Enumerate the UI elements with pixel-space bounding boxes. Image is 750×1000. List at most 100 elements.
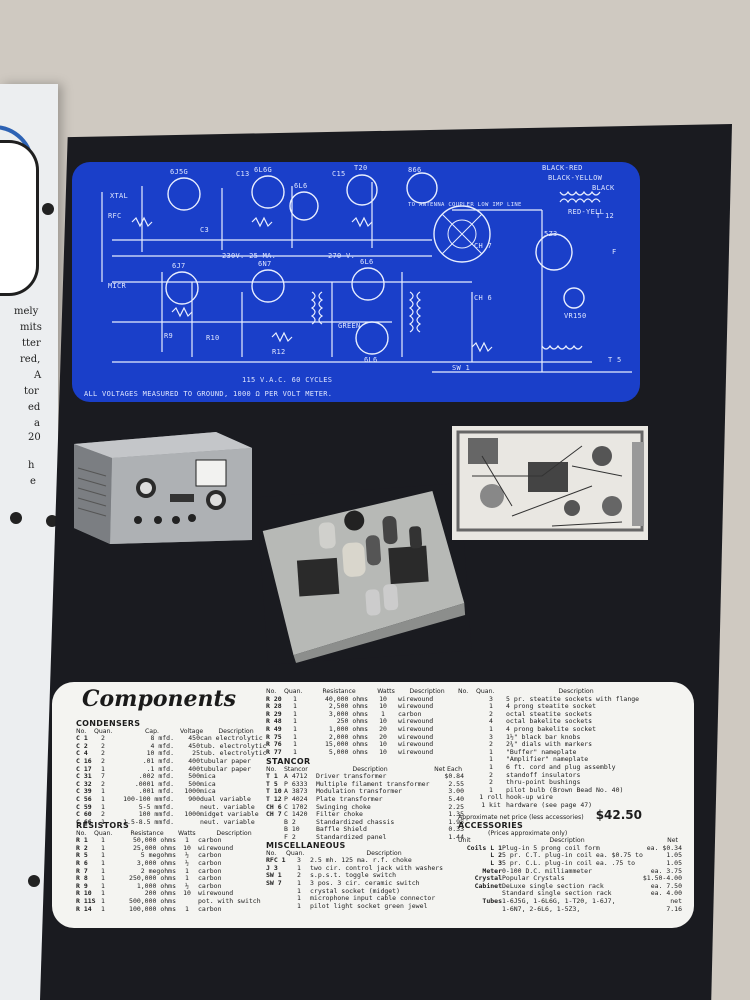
table-cell: "Amplifier" nameplate [506, 755, 589, 764]
table-cell: 10 [379, 740, 387, 749]
resistors-heading: RESISTORS [76, 821, 130, 830]
table-cell: carbon [398, 709, 422, 718]
table-cell: R 10 [76, 889, 92, 898]
table-cell: 500 [188, 772, 200, 781]
column-header: Description [218, 727, 254, 735]
table-cell: R 48 [266, 717, 282, 726]
table-cell: 1 [101, 787, 105, 796]
table-cell: 1 [101, 896, 105, 905]
table-cell [458, 756, 476, 764]
table-cell [266, 895, 288, 903]
table-cell: 1 [101, 764, 105, 773]
table-cell: Filter choke [316, 810, 363, 819]
left-text-fragment: 20 [28, 432, 41, 443]
table-cell: 2,500 ohms [328, 702, 368, 711]
schematic-label: BLACK-RED [542, 164, 583, 172]
column-header: Description [409, 688, 445, 695]
table-cell: wirewound [398, 694, 434, 703]
table-cell: 1.44 [448, 832, 464, 841]
table-cell: .002 mfd. [138, 772, 174, 781]
schematic-label: MICR [108, 282, 127, 290]
table-cell: 0.33 [448, 825, 464, 834]
table-cell: 3,000 ohms [328, 709, 368, 718]
condensers-heading: CONDENSERS [76, 719, 141, 728]
table-cell: 25 [192, 749, 200, 758]
table-cell: 2 [489, 770, 493, 779]
table-cell: 2¾" dials with markers [506, 740, 593, 749]
column-header: Stancor [284, 765, 308, 773]
table-cell: 100 mmfd. [138, 810, 174, 819]
table-cell: 50,000 ohms [132, 836, 176, 845]
table-cell [266, 826, 284, 834]
table-cell: tubular paper [200, 756, 251, 765]
table-cell: C 1 [76, 734, 88, 743]
table-cell: 2.55 [448, 779, 464, 788]
table-cell: R 11S [76, 896, 96, 905]
table-cell: T 10 [266, 787, 282, 796]
table-cell: Modulation transformer [316, 787, 403, 796]
table-cell: hardware (see page 47) [506, 800, 593, 809]
table-cell: A 4712 [284, 772, 308, 781]
table-cell [458, 802, 476, 810]
binding-hole [10, 512, 22, 524]
table-cell: 4 mfd. [150, 741, 174, 750]
table-cell: octal steatite sockets [506, 709, 593, 718]
schematic-label: R10 [206, 334, 220, 342]
left-text-fragment: tter [22, 338, 41, 349]
table-cell: Baffle Shield [316, 825, 367, 834]
table-cell: Meter [482, 866, 502, 875]
table-cell: 1 [489, 702, 493, 711]
schematic-label: SW 1 [452, 364, 471, 372]
schematic-label: TO ANTENNA COUPLER LOW IMP LINE [408, 202, 522, 208]
components-panel: Components CONDENSERS No. Quan. Cap. Vol… [52, 682, 694, 928]
table-cell: 1 [101, 836, 105, 845]
column-header: Quan. [284, 688, 303, 695]
table-cell: 3 [489, 694, 493, 703]
table-cell: R 49 [266, 724, 282, 733]
table-cell: .001 mfd. [138, 787, 174, 796]
table-cell: 1 [489, 755, 493, 764]
table-cell: R 7 [76, 866, 88, 875]
table-cell: 100,000 ohms [129, 904, 176, 913]
components-title: Components [82, 686, 237, 712]
table-cell: 2.5 mh. 125 ma. r.f. choke [310, 856, 412, 865]
table-cell: 450 [188, 741, 200, 750]
voltage-note: 270 V. [328, 252, 356, 260]
table-cell: 4 prong steatite socket [506, 702, 597, 711]
tube-label: T20 [354, 164, 368, 172]
column-header: No. [76, 727, 87, 735]
table-cell: 10 mfd. [146, 749, 174, 758]
table-cell: wirewound [398, 702, 434, 711]
table-cell: 25,000 ohms [132, 843, 176, 852]
schematic-label: T 5 [608, 356, 622, 364]
column-header: No. [458, 688, 469, 695]
table-cell: 1 [297, 878, 301, 887]
column-header: Quan. [476, 688, 495, 695]
table-row: 1 "Amplifier" nameplate [458, 756, 678, 764]
table-cell: 2 [489, 778, 493, 787]
table-cell: Plug-in 5 prong coil form [502, 843, 600, 852]
table-cell: R 6 [76, 858, 88, 867]
table-cell: 1 [101, 866, 105, 875]
table-cell: 1.95 [448, 817, 464, 826]
table-cell: midget variable [200, 810, 259, 819]
table-cell: net [670, 896, 682, 905]
accessories-heading: ACCESSORIES [458, 821, 524, 830]
table-cell [458, 741, 476, 749]
schematic-label: R12 [272, 348, 286, 356]
table-cell: 1 [101, 858, 105, 867]
schematic-label: R9 [164, 332, 174, 340]
circuit-schematic: 6J5G 6L6G 6L6 T20 866 6J7 6N7 6L6 6L6 5Z… [72, 162, 640, 402]
table-cell: DeLuxe single section rack [502, 881, 604, 890]
